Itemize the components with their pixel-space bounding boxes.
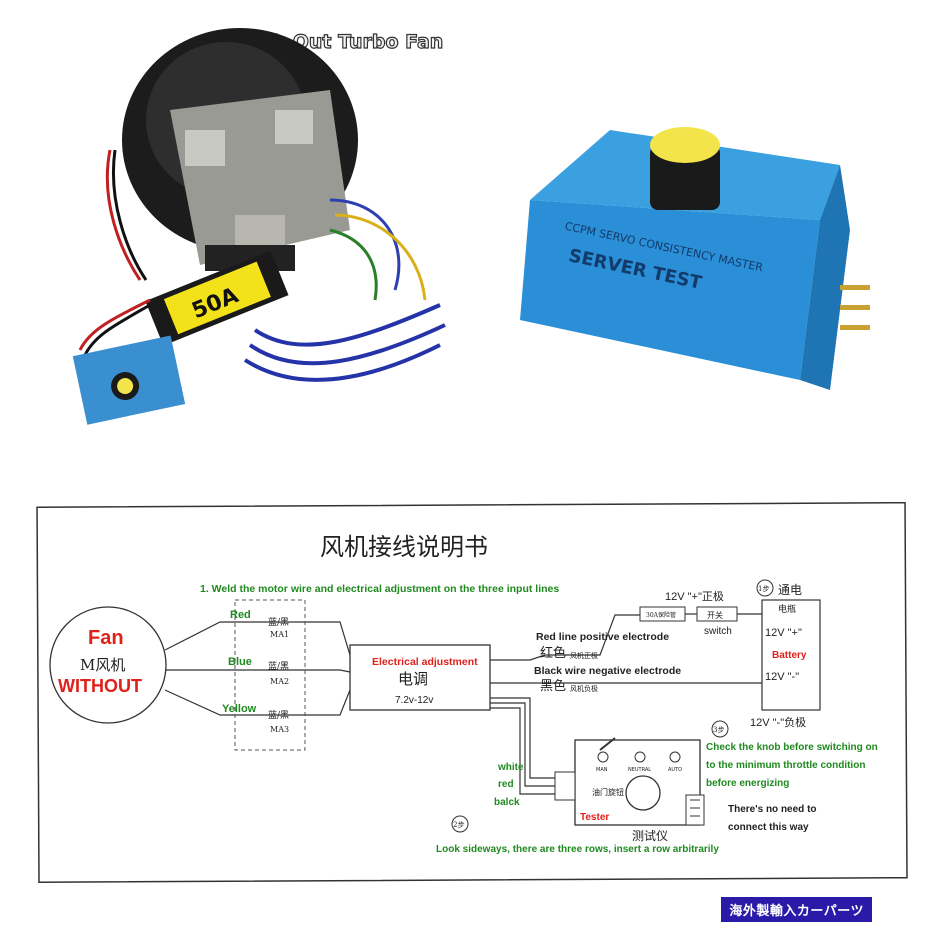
tester-wire-red: red [498, 779, 514, 790]
fan-label-en: Fan [88, 627, 124, 649]
motor-esc-photo: With Out Turbo Fan 50A [0, 0, 480, 470]
esc-box [349, 644, 491, 711]
no-need-text-1: There's no need to [728, 804, 817, 815]
red-line-cn: 红色 [540, 645, 566, 661]
switch-cn: 开关 [707, 610, 723, 620]
step2-text: Look sideways, there are three rows, ins… [436, 844, 719, 855]
switch-en: switch [704, 626, 732, 637]
tester-mode-man: MAN [596, 767, 608, 773]
step2-mark: 2步 [453, 821, 464, 829]
fuse-label: 30A保险管 [646, 611, 676, 619]
tester-box [520, 200, 820, 380]
battery-minus: 12V "-" [765, 671, 799, 683]
plus-top-label: 12V "+"正极 [665, 589, 724, 603]
wire-yellow-code: MA3 [270, 725, 289, 734]
tester-mode-neutral: NEUTRAL [628, 767, 651, 773]
knob-top [650, 127, 720, 163]
black-line-label: Black wire negative electrode [534, 665, 681, 677]
step3-text-1: Check the knob before switching on [706, 742, 878, 753]
esc-voltage: 7.2v-12v [395, 695, 433, 706]
black-line-cn: 黑色 [540, 678, 566, 694]
wire-blue-code: MA2 [270, 677, 289, 686]
step3-text-3: before energizing [706, 778, 789, 789]
battery-cn: 电瓶 [778, 603, 796, 615]
diagram-title: 风机接线说明书 [320, 533, 488, 561]
step3-mark: 3步 [713, 726, 724, 734]
fan-without-label: WITHOUT [58, 676, 142, 696]
wire-yellow-label: Yellow [222, 703, 257, 715]
tester-mode-auto: AUTO [668, 767, 682, 773]
wire-red-label: Red [230, 609, 251, 621]
wiring-diagram: 风机接线说明书 1. Weld the motor wire and elect… [36, 501, 908, 884]
step1-mark: 1步 [758, 585, 769, 593]
step1-text: 1. Weld the motor wire and electrical ad… [200, 583, 559, 595]
esc-label-cn: 电调 [398, 670, 428, 688]
wire-yellow-cn: 蓝/黑 [268, 709, 289, 721]
wire-blue-cn: 蓝/黑 [268, 660, 289, 672]
no-need-text-2: connect this way [728, 822, 809, 833]
tester-knob [625, 775, 661, 811]
battery-box [761, 599, 821, 711]
step3-text-2: to the minimum throttle condition [706, 760, 865, 771]
tester-label-cn: 测试仪 [632, 828, 668, 843]
minus-bottom-label: 12V "-"负极 [750, 715, 806, 729]
servo-tester-small [72, 335, 186, 425]
red-line-label: Red line positive electrode [536, 631, 669, 643]
esc-module: 50A [145, 250, 289, 346]
wire-red-code: MA1 [270, 630, 289, 639]
battery-plus: 12V "+" [765, 627, 802, 639]
wire-blue-label: Blue [228, 656, 252, 668]
tester-label-en: Tester [580, 812, 609, 823]
tester-knob-cn: 油门旋钮 [592, 787, 624, 797]
shop-watermark: 海外製輸入カーパーツ [721, 897, 872, 922]
wire-red-cn: 蓝/黑 [268, 616, 289, 628]
fan-circle [49, 606, 167, 724]
knob-body [650, 145, 720, 210]
battery-en: Battery [772, 650, 807, 661]
power-cn: 通电 [778, 583, 802, 597]
fan-label-cn: M风机 [80, 656, 125, 674]
tester-wire-white: white [497, 762, 524, 773]
tester-wire-black: balck [494, 797, 520, 808]
black-line-cn-small: 风机负极 [570, 684, 598, 693]
esc-label-en: Electrical adjustment [372, 656, 478, 668]
red-line-cn-small: 风机正极 [570, 651, 598, 660]
servo-tester-photo: CCPM SERVO CONSISTENCY MASTER SERVER TES… [500, 70, 920, 450]
